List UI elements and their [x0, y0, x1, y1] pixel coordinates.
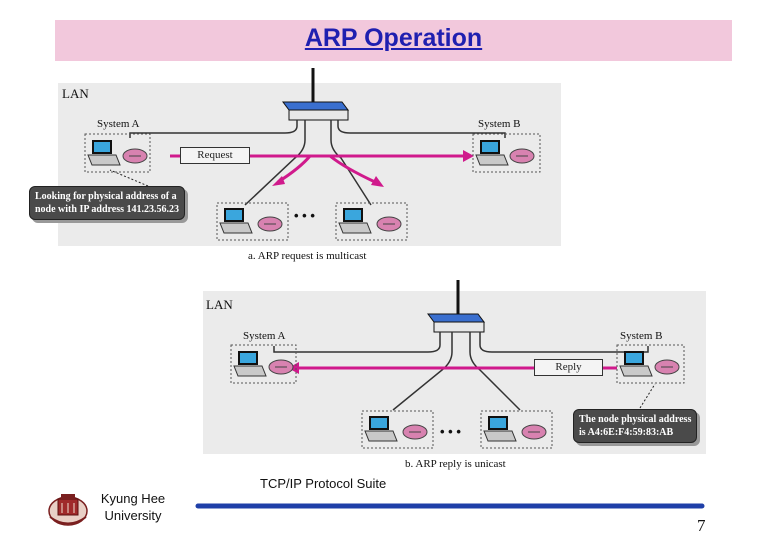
- university-name-line: Kyung Hee: [100, 491, 166, 506]
- laptop-icon: [619, 351, 653, 377]
- network-card-icon: [257, 216, 283, 232]
- laptop-icon: [233, 351, 267, 377]
- callout-line: is A4:6E:F4:59:83:AB: [579, 427, 674, 438]
- laptop-icon: [219, 208, 253, 234]
- diagram-a-caption: a. ARP request is multicast: [248, 250, 367, 262]
- page-number: 7: [697, 516, 706, 535]
- diagram-b-caption: b. ARP reply is unicast: [405, 458, 506, 470]
- lan-label: LAN: [206, 297, 233, 312]
- ellipsis: • • •: [440, 424, 461, 439]
- network-card-icon: [376, 216, 402, 232]
- network-card-icon: [122, 148, 148, 164]
- university-name-line: University: [104, 508, 162, 523]
- reply-message-box: Reply: [534, 359, 603, 376]
- laptop-icon: [475, 140, 509, 166]
- system-b-label: System B: [478, 118, 521, 130]
- callout-line: The node physical address: [579, 414, 692, 425]
- network-card-icon: [268, 359, 294, 375]
- laptop-icon: [483, 416, 517, 442]
- system-b-label: System B: [620, 330, 663, 342]
- network-card-icon: [402, 424, 428, 440]
- laptop-icon: [364, 416, 398, 442]
- network-card-icon: [509, 148, 535, 164]
- laptop-icon: [338, 208, 372, 234]
- university-emblem-icon: [48, 494, 88, 526]
- system-a-label: System A: [243, 330, 286, 342]
- request-message-box: Request: [180, 147, 250, 164]
- reply-callout: The node physical address is A4:6E:F4:59…: [573, 409, 698, 443]
- request-callout: Looking for physical address of a node w…: [29, 186, 186, 220]
- network-card-icon: [654, 359, 680, 375]
- system-a-label: System A: [97, 118, 140, 130]
- network-card-icon: [521, 424, 547, 440]
- slide-title: ARP Operation: [304, 24, 483, 52]
- title-bar: ARP Operation: [55, 20, 732, 61]
- callout-line: node with IP address 141.23.56.23: [35, 204, 180, 215]
- callout-line: Looking for physical address of a: [35, 191, 177, 202]
- university-name: Kyung Hee University: [92, 490, 174, 524]
- laptop-icon: [87, 140, 121, 166]
- lan-label: LAN: [62, 86, 89, 101]
- footer-course-title: TCP/IP Protocol Suite: [260, 476, 387, 491]
- ellipsis: • • •: [294, 208, 315, 223]
